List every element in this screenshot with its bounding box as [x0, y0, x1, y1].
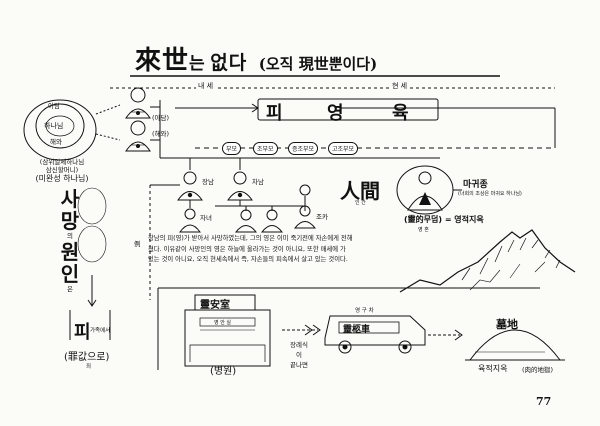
- title-rest: 없다: [210, 52, 248, 74]
- circle-center-label: 하나님: [44, 122, 64, 130]
- price-note: 죄: [86, 364, 92, 370]
- adam-label: (아담): [152, 114, 170, 122]
- soul-sub: 영 혼: [418, 227, 429, 233]
- circle-caption: (삼위일체하나님 삼신할머니) (미완성 하나님): [22, 158, 102, 184]
- hospital-label: (병원): [210, 366, 237, 377]
- death-char-sa: 사: [60, 187, 80, 211]
- title-connector: 는: [189, 54, 205, 74]
- pi-char: 피: [266, 103, 283, 124]
- ancestor-pill-great-grandparents: 증조부모: [288, 142, 319, 155]
- death-char-in: 인: [60, 262, 80, 286]
- blood-char: 피: [74, 322, 91, 343]
- hearse-sign: 靈柩車: [343, 325, 371, 335]
- label-grandchild: 자녀: [200, 214, 212, 222]
- hyeonse-header: 현 세: [390, 82, 410, 91]
- grave-paren: (肉的地獄): [522, 366, 554, 374]
- title-hanja: 來世: [135, 46, 190, 76]
- ancestor-pill-parents: 부모: [222, 142, 242, 155]
- hospital-sign: 靈安室: [200, 300, 230, 311]
- page-number: 77: [536, 395, 552, 408]
- blood-note: 가족에서: [90, 328, 111, 334]
- naese-header: 내 세: [196, 82, 216, 91]
- circle-caption-3: (미완성 하나님): [35, 174, 89, 184]
- hearse-side-text: 장례식 이 끝나면: [288, 340, 310, 370]
- label-second: 차남: [252, 178, 264, 186]
- ancestor-pill-grandparents: 조부모: [253, 142, 278, 155]
- death-particle-eun: 은: [67, 285, 73, 293]
- circle-caption-2: 삼신할머니): [45, 166, 79, 175]
- hearse-side-text-1: 장례식: [290, 341, 308, 349]
- price-label: (罪값으로): [64, 352, 110, 363]
- yeong-char: 영: [327, 103, 344, 124]
- yuk-char: 육: [392, 103, 409, 124]
- hearse-label-top: 영 구 차: [355, 308, 374, 314]
- ingan-reading: 인 간: [355, 200, 366, 206]
- label-nephew: 조카: [316, 213, 328, 221]
- haewa-label: (해와): [152, 130, 170, 138]
- title-paren: (오직 現世뿐이다): [258, 55, 378, 73]
- death-char-mang: 망: [60, 209, 80, 233]
- demon-label: 마귀종: [463, 180, 488, 190]
- death-cause-column: 사 망 의 원 인 은: [50, 188, 90, 294]
- hospital-sign-sub: 영 안 실: [214, 320, 231, 326]
- ancestor-pill-great-great-grandparents: 고조부모: [328, 142, 359, 155]
- label-eldest: 장남: [202, 178, 214, 186]
- page-title: 來世는 없다 (오직 現世뿐이다): [135, 40, 377, 77]
- demon-sub: (너희의 조상은 마귀요 하나님): [458, 191, 522, 197]
- hearse-side-text-3: 끝나면: [290, 361, 308, 369]
- grave-sign: 墓地: [496, 318, 518, 331]
- circle-bottom-label: 해와: [50, 138, 62, 146]
- circle-caption-1: (삼위일체하나님: [39, 158, 85, 166]
- ingan-title: 人間: [340, 179, 380, 203]
- death-char-won: 원: [60, 240, 80, 264]
- death-particle-ui: 의: [67, 232, 73, 240]
- explanation-note: 장남의 피(영)가 받아서 사망하였는데, 그의 영은 이미 죽기전에 자손에게…: [148, 235, 353, 264]
- circle-top-label: 아담: [48, 102, 60, 110]
- hearse-side-text-2: 이: [296, 351, 302, 359]
- grave-label: 육적지옥: [478, 364, 508, 373]
- spiritual-hell-label: (靈的무덤) = 영적지옥: [404, 215, 484, 224]
- example-marker: 例: [134, 240, 141, 248]
